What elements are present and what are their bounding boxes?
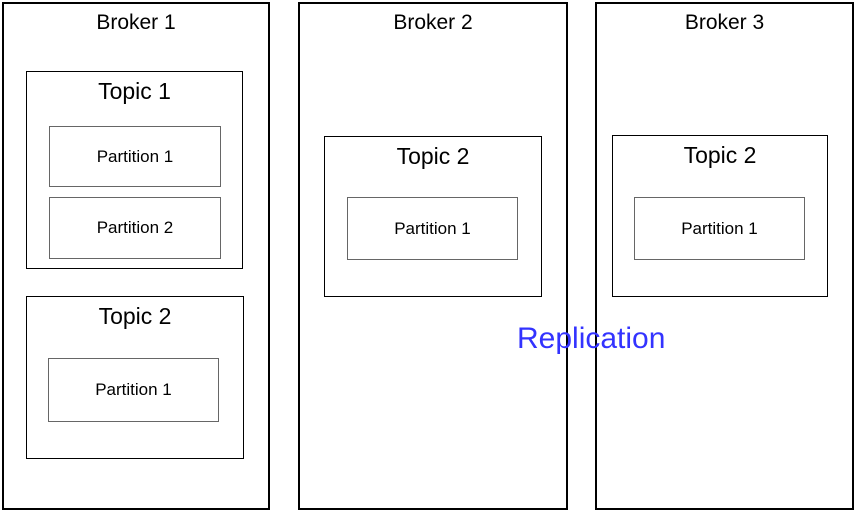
broker-3-topic-2-partition-1-box: Partition 1 <box>634 197 805 260</box>
broker-1-topic-2-partition-1-box: Partition 1 <box>48 358 219 422</box>
broker-2-topic-2-partition-1-box: Partition 1 <box>347 197 518 260</box>
broker-2-topic-2-box: Topic 2 Partition 1 <box>324 136 542 297</box>
broker-1-topic-1-partition-1-box: Partition 1 <box>49 126 221 187</box>
broker-2-label: Broker 2 <box>393 11 473 34</box>
broker-1-topic-1-partition-2-box: Partition 2 <box>49 197 221 259</box>
broker-2-box: Broker 2 Topic 2 Partition 1 <box>298 2 568 510</box>
broker-1-topic-2-label: Topic 2 <box>98 303 172 329</box>
broker-1-topic-1-label: Topic 1 <box>98 78 171 104</box>
broker-3-box: Broker 3 Topic 2 Partition 1 <box>595 2 854 510</box>
broker-1-topic-1-box: Topic 1 Partition 1 Partition 2 <box>26 71 243 269</box>
replication-label: Replication <box>517 322 666 355</box>
broker-3-topic-2-box: Topic 2 Partition 1 <box>612 135 828 297</box>
broker-1-label: Broker 1 <box>96 11 176 34</box>
broker-1-box: Broker 1 Topic 1 Partition 1 Partition 2… <box>2 2 270 510</box>
broker-3-label: Broker 3 <box>684 11 765 34</box>
broker-2-topic-2-label: Topic 2 <box>396 143 470 169</box>
broker-1-topic-2-box: Topic 2 Partition 1 <box>26 296 244 459</box>
broker-3-topic-2-label: Topic 2 <box>683 142 757 168</box>
